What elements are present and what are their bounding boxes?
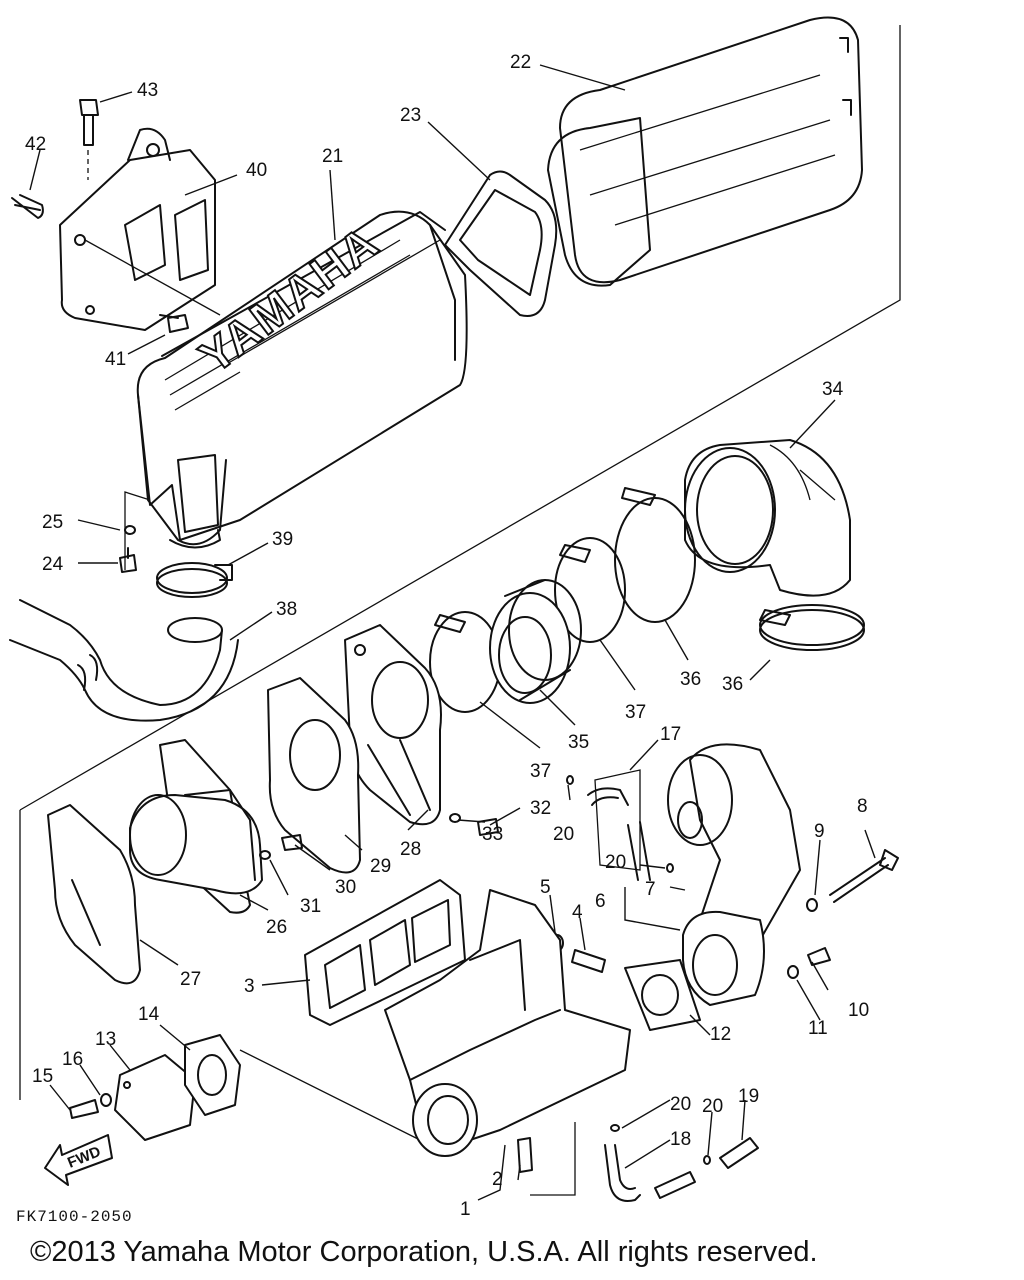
- part-label-21: 21: [322, 146, 343, 167]
- part-number-labels: 43 42 40 21 23 22 41 34 25 39 24 38 36 3…: [25, 52, 869, 1220]
- part-label-36b: 36: [722, 674, 743, 695]
- fasteners-parts-9-11: [787, 898, 831, 979]
- part-label-12: 12: [710, 1024, 731, 1045]
- part-label-23: 23: [400, 105, 421, 126]
- part-label-7: 7: [645, 879, 656, 900]
- clamp-part-36-upper: [614, 487, 696, 623]
- part-label-42: 42: [25, 134, 46, 155]
- part-label-35: 35: [568, 732, 589, 753]
- hose-part-38: [9, 599, 239, 722]
- clamp-part-36-lower: [759, 604, 865, 651]
- bracket-part-40: [59, 127, 216, 331]
- flange-part-26: [129, 739, 263, 914]
- part-label-17: 17: [660, 724, 681, 745]
- part-label-4: 4: [572, 902, 583, 923]
- part-label-33: 33: [482, 824, 503, 845]
- part-label-6: 6: [595, 891, 606, 912]
- part-label-24: 24: [42, 554, 64, 575]
- part-label-22: 22: [510, 52, 531, 73]
- part-label-2: 2: [492, 1169, 503, 1190]
- part-label-14: 14: [138, 1004, 160, 1025]
- gasket-part-12: [624, 959, 701, 1031]
- part-label-26: 26: [266, 917, 287, 938]
- gasket-part-14: [184, 1034, 241, 1116]
- section-divider-lines: [19, 25, 901, 1141]
- part-label-19: 19: [738, 1086, 759, 1107]
- sleeve-part-35: [489, 579, 582, 704]
- gasket-part-3: [304, 879, 466, 1026]
- bolts-parts-30-33: [259, 813, 499, 860]
- plate-part-28: [344, 624, 442, 826]
- part-label-30: 30: [335, 877, 356, 898]
- part-label-40: 40: [246, 160, 267, 181]
- part-label-27: 27: [180, 969, 201, 990]
- bolt-part-15-washer-part-16: [69, 1093, 112, 1119]
- part-label-36a: 36: [680, 669, 701, 690]
- part-label-20d: 20: [702, 1096, 723, 1117]
- part-label-3: 3: [244, 976, 255, 997]
- bolt-part-24-and-washer-part-25: [119, 525, 137, 573]
- cover-part-13: [114, 1054, 196, 1141]
- part-label-32: 32: [530, 798, 551, 819]
- part-label-15: 15: [32, 1066, 53, 1087]
- part-label-41: 41: [105, 349, 126, 370]
- drawing-code: FK7100-2050: [16, 1208, 133, 1226]
- copyright-notice: ©2013 Yamaha Motor Corporation, U.S.A. A…: [30, 1236, 818, 1268]
- forward-arrow: FWD: [44, 1134, 113, 1186]
- part-label-20b: 20: [605, 852, 626, 873]
- part-label-37b: 37: [530, 761, 551, 782]
- exhaust-elbow-assembly: [667, 743, 801, 1006]
- part-label-39: 39: [272, 529, 293, 550]
- hose-part-17: [587, 769, 651, 881]
- pin-part-42: [11, 194, 44, 219]
- part-label-10: 10: [848, 1000, 869, 1021]
- part-label-38: 38: [276, 599, 297, 620]
- manifold-part-1: [384, 889, 631, 1157]
- elbow-part-34: [684, 439, 851, 597]
- part-label-1: 1: [460, 1199, 471, 1220]
- part-label-37a: 37: [625, 702, 646, 723]
- gasket-part-29: [267, 677, 361, 874]
- clamp-part-39: [156, 562, 233, 598]
- part-label-25: 25: [42, 512, 63, 533]
- leader-lines: [29, 64, 876, 1201]
- clamp-part-37-lower: [429, 611, 501, 713]
- part-label-34: 34: [822, 379, 844, 400]
- clamp-part-37-upper: [554, 537, 626, 643]
- part-label-20a: 20: [553, 824, 574, 845]
- gasket-part-27: [47, 804, 141, 985]
- part-label-28: 28: [400, 839, 421, 860]
- fitting-part-19: [719, 1137, 759, 1169]
- hose-part-18: [604, 1144, 696, 1202]
- muffler-part-22: [547, 16, 863, 287]
- part-label-13: 13: [95, 1029, 116, 1050]
- clip-parts-20: [566, 775, 711, 1165]
- part-label-16: 16: [62, 1049, 83, 1070]
- part-label-9: 9: [814, 821, 825, 842]
- part-label-29: 29: [370, 856, 391, 877]
- part-label-18: 18: [670, 1129, 691, 1150]
- bolt-part-8: [829, 849, 899, 903]
- part-label-20c: 20: [670, 1094, 691, 1115]
- bolt-part-43: [79, 99, 99, 180]
- gasket-part-23: [444, 170, 558, 317]
- part-label-11: 11: [808, 1018, 828, 1039]
- pin-part-2: [517, 1122, 576, 1196]
- part-label-43: 43: [137, 80, 158, 101]
- part-label-8: 8: [857, 796, 868, 817]
- part-label-31: 31: [300, 896, 321, 917]
- part-label-5: 5: [540, 877, 551, 898]
- bolt-part-41: [84, 239, 221, 333]
